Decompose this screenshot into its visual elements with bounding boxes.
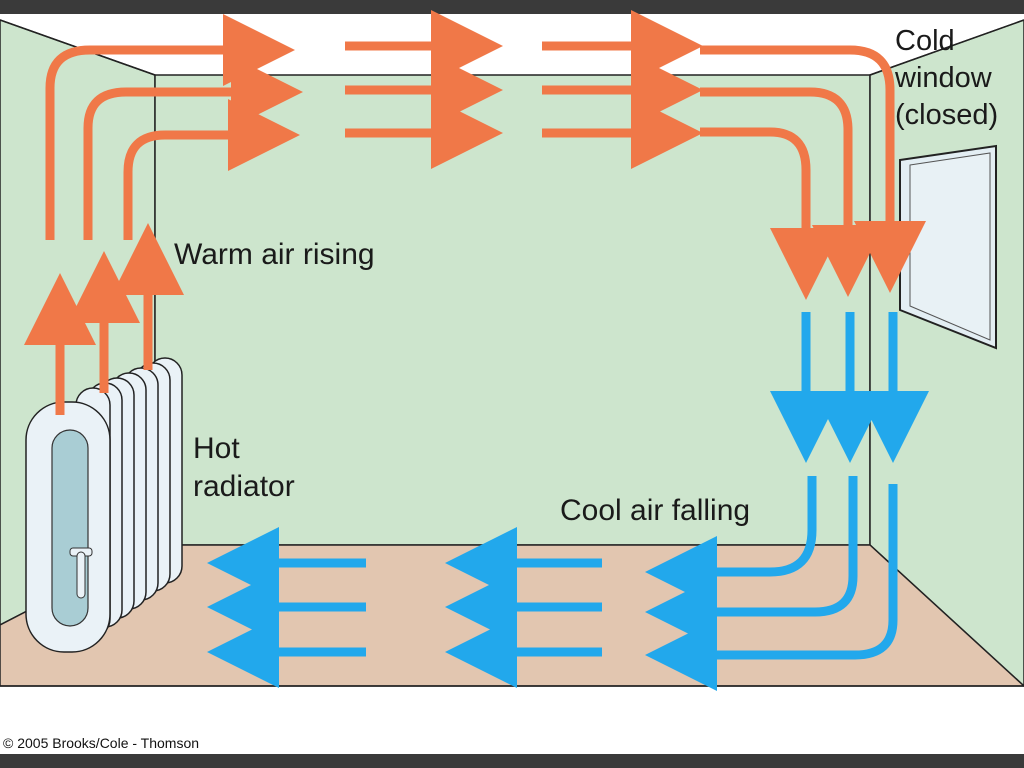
- label-cold-window-3: (closed): [895, 99, 998, 131]
- label-cool-air-falling: Cool air falling: [560, 494, 750, 527]
- warm-arrow-corner-2: [83, 56, 303, 240]
- label-warm-air-rising: Warm air rising: [174, 238, 375, 271]
- warm-arrow-down-2: [700, 87, 884, 297]
- label-cold-window-1: Cold: [895, 25, 955, 57]
- copyright-credit: © 2005 Brooks/Cole - Thomson: [3, 735, 199, 751]
- cool-arrow-corner-3: [645, 484, 898, 691]
- ceiling: [0, 14, 1024, 75]
- label-hot-radiator-2: radiator: [193, 470, 295, 503]
- warm-arrow-corner-1: [45, 14, 295, 240]
- label-hot-radiator-1: Hot: [193, 432, 240, 465]
- cool-arrow-corner-2: [645, 476, 858, 648]
- warm-arrow-corner-3: [123, 99, 300, 240]
- warm-arrow-down-1: [700, 45, 926, 293]
- warm-arrow-down-3: [700, 127, 842, 300]
- radiator: [25, 357, 183, 653]
- cold-window: [899, 144, 997, 350]
- label-cold-window-2: window: [894, 62, 993, 94]
- warm-air-arrows: [24, 10, 926, 415]
- cool-arrow-corner-1: [645, 476, 817, 608]
- radiator-valve: [76, 551, 86, 599]
- cool-air-arrows: [207, 312, 929, 691]
